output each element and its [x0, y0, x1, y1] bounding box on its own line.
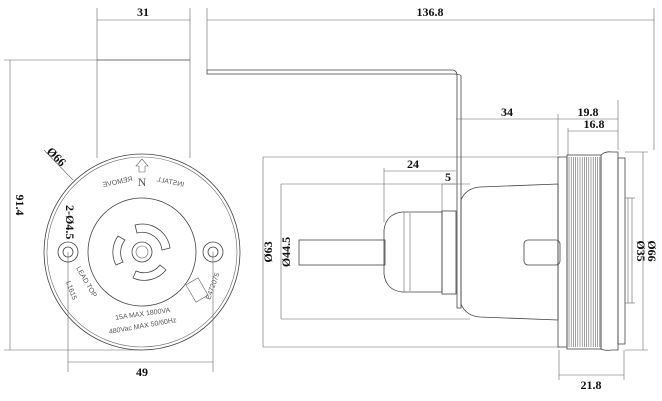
receptacle-face [87, 197, 197, 307]
dim-dia-63: Ø63 [261, 241, 275, 262]
ring-base [557, 156, 568, 348]
dim-dia-66-ring: Ø66 [645, 240, 659, 261]
dim-21-8: 21.8 [581, 378, 602, 392]
north-arrow-icon [135, 158, 149, 173]
gland-collar [441, 210, 457, 295]
dim-5: 5 [445, 170, 451, 184]
lead-top-label: LEAD TOP [74, 266, 97, 300]
dim-19-8: 19.8 [578, 105, 599, 119]
dim-dia-44-5: Ø44.5 [279, 237, 293, 267]
north-label: N [138, 175, 147, 189]
dim-dia-35: Ø35 [634, 240, 648, 261]
dim-holes: 2-Ø4.5 [63, 205, 77, 239]
cable [298, 239, 386, 266]
dim-34: 34 [501, 105, 513, 119]
remove-label: REMOVE [102, 176, 133, 189]
side-view: 136.8 34 19.8 16.8 24 5 Ø63 Ø44.5 [206, 5, 659, 392]
mounting-bracket [206, 69, 462, 309]
cert-label: E472075 [205, 272, 221, 301]
face-plate [617, 157, 626, 345]
dim-49: 49 [136, 365, 148, 379]
dim-dia-66: Ø66 [44, 144, 69, 169]
dim-24: 24 [407, 157, 419, 171]
dim-31: 31 [137, 5, 149, 19]
outer-flange [43, 153, 241, 351]
front-view: 31 91.4 49 Ø66 2-Ø4.5 N REMOVE INSTA [4, 5, 241, 379]
dim-16-8: 16.8 [584, 117, 605, 131]
shaft-stub [523, 239, 561, 266]
model-label: L1615 [64, 280, 77, 301]
install-label: INSTALL [156, 176, 185, 189]
knurled-ring [566, 154, 602, 350]
dim-91-4: 91.4 [13, 195, 27, 216]
ul-logo-icon [185, 277, 209, 303]
cable-gland-nut [383, 211, 443, 293]
dim-136-8: 136.8 [417, 5, 444, 19]
ring-flange [600, 151, 619, 351]
housing-body [460, 183, 559, 321]
